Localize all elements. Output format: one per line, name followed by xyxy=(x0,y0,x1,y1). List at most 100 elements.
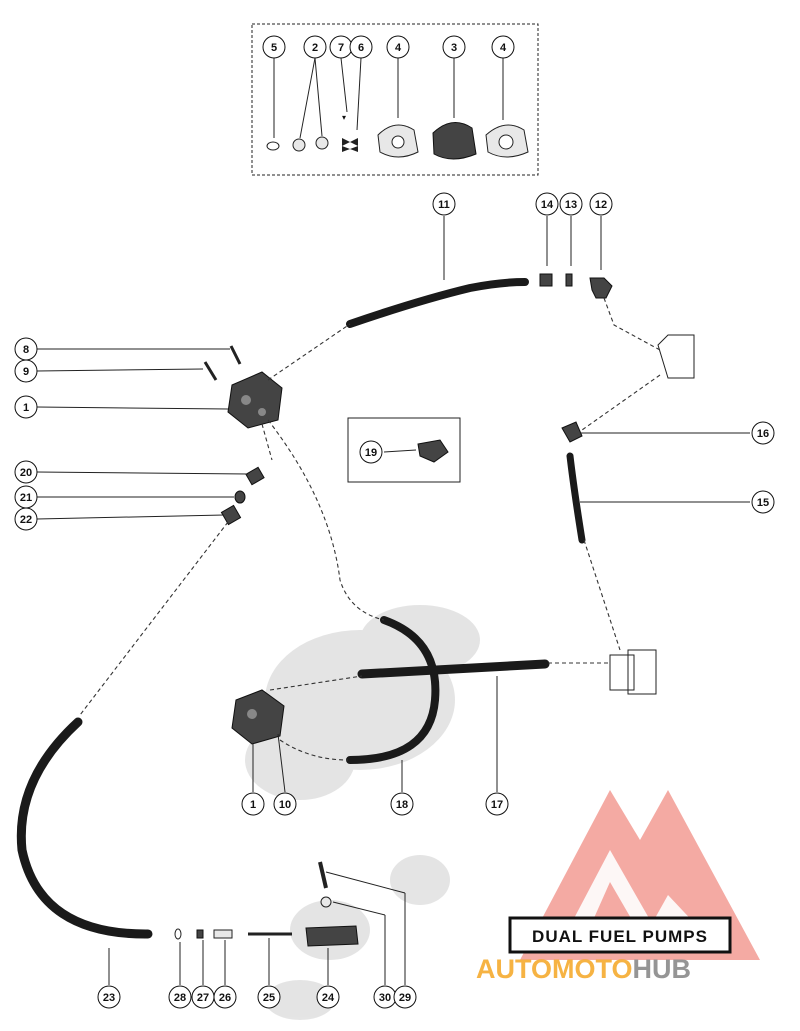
fitting-13 xyxy=(565,273,573,287)
svg-text:14: 14 xyxy=(541,199,554,211)
svg-text:5: 5 xyxy=(271,42,277,54)
callout-28: 28 xyxy=(168,985,192,1009)
callout-17: 17 xyxy=(485,792,509,816)
part-29 xyxy=(318,861,328,889)
svg-text:1: 1 xyxy=(23,402,29,414)
svg-text:▾: ▾ xyxy=(342,113,346,122)
part-19-box xyxy=(347,417,461,483)
kit-parts: ▾ xyxy=(266,113,529,160)
svg-text:25: 25 xyxy=(263,992,275,1004)
callout-19: 19 xyxy=(359,440,383,464)
svg-text:9: 9 xyxy=(23,366,29,378)
hose-15 xyxy=(566,452,586,544)
callout-23: 23 xyxy=(97,985,121,1009)
fitting-22 xyxy=(220,504,242,526)
callout-8: 8 xyxy=(14,337,38,361)
gasket-kit-box xyxy=(251,23,539,176)
fitting-20 xyxy=(245,466,265,486)
svg-text:6: 6 xyxy=(358,42,364,54)
brand-auto: AUTO xyxy=(476,954,552,984)
callout-14: 14 xyxy=(535,192,559,216)
main-leaders xyxy=(36,216,750,985)
callout-9: 9 xyxy=(14,359,38,383)
screw-9 xyxy=(203,361,218,381)
svg-text:19: 19 xyxy=(365,447,377,459)
callout-30: 30 xyxy=(373,985,397,1009)
svg-text:12: 12 xyxy=(595,199,607,211)
callout-6: 6 xyxy=(349,35,373,59)
hose-18 xyxy=(346,616,440,764)
hose-11 xyxy=(346,278,529,328)
svg-text:17: 17 xyxy=(491,799,503,811)
svg-text:27: 27 xyxy=(197,992,209,1004)
part-24 xyxy=(305,925,359,947)
callout-1a: 1 xyxy=(14,395,38,419)
lower-fuel-pump xyxy=(231,689,285,745)
part-26 xyxy=(213,929,233,939)
svg-text:20: 20 xyxy=(20,467,32,479)
svg-text:16: 16 xyxy=(757,428,769,440)
brand-moto: MOTO xyxy=(552,954,633,984)
fitting-14 xyxy=(539,273,553,287)
part-28 xyxy=(174,928,182,940)
svg-text:15: 15 xyxy=(757,497,769,509)
svg-text:22: 22 xyxy=(20,514,32,526)
part-27 xyxy=(196,929,204,939)
callout-29: 29 xyxy=(393,985,417,1009)
callout-11: 11 xyxy=(432,192,456,216)
callout-15: 15 xyxy=(751,490,775,514)
diagram-title-box: DUAL FUEL PUMPS xyxy=(508,916,732,954)
svg-text:4: 4 xyxy=(395,42,402,54)
callout-22: 22 xyxy=(14,507,38,531)
callout-4b: 4 xyxy=(491,35,515,59)
svg-text:28: 28 xyxy=(174,992,186,1004)
svg-text:26: 26 xyxy=(219,992,231,1004)
callout-10: 10 xyxy=(273,792,297,816)
svg-text:18: 18 xyxy=(396,799,408,811)
callout-5: 5 xyxy=(262,35,286,59)
svg-text:13: 13 xyxy=(565,199,577,211)
svg-text:10: 10 xyxy=(279,799,291,811)
elbow-12 xyxy=(589,277,613,299)
svg-text:1: 1 xyxy=(250,799,256,811)
callout-27: 27 xyxy=(191,985,215,1009)
hose-23 xyxy=(16,717,153,939)
callout-25: 25 xyxy=(257,985,281,1009)
fitting-16 xyxy=(561,421,583,443)
upper-fuel-pump xyxy=(227,371,283,429)
callout-3: 3 xyxy=(442,35,466,59)
svg-text:24: 24 xyxy=(322,992,335,1004)
svg-text:3: 3 xyxy=(451,42,457,54)
hose-17 xyxy=(357,659,550,679)
callout-24: 24 xyxy=(316,985,340,1009)
svg-text:21: 21 xyxy=(20,492,32,504)
svg-text:29: 29 xyxy=(399,992,411,1004)
fitting-21 xyxy=(234,490,246,504)
svg-text:7: 7 xyxy=(338,42,344,54)
callout-12: 12 xyxy=(589,192,613,216)
callout-26: 26 xyxy=(213,985,237,1009)
brand-hub: HUB xyxy=(633,954,692,984)
callout-13: 13 xyxy=(559,192,583,216)
svg-text:4: 4 xyxy=(500,42,507,54)
svg-text:AUTOMOTOHUB: AUTOMOTOHUB xyxy=(476,954,691,984)
callout-1b: 1 xyxy=(241,792,265,816)
svg-text:8: 8 xyxy=(23,344,29,356)
brand-wordmark: AUTOMOTOHUB xyxy=(476,954,691,984)
routing-lines xyxy=(79,297,661,761)
callout-4a: 4 xyxy=(386,35,410,59)
diagram-title: DUAL FUEL PUMPS xyxy=(532,927,708,946)
filter-block-lower xyxy=(609,649,657,695)
svg-text:30: 30 xyxy=(379,992,391,1004)
kit-leaders xyxy=(273,57,504,139)
callout-21: 21 xyxy=(14,485,38,509)
part-30 xyxy=(320,896,332,908)
screw-8 xyxy=(229,345,242,365)
svg-text:11: 11 xyxy=(438,199,450,211)
svg-text:23: 23 xyxy=(103,992,115,1004)
callout-20: 20 xyxy=(14,460,38,484)
part-19-tee xyxy=(417,439,449,463)
callout-7: 7 xyxy=(329,35,353,59)
callout-2: 2 xyxy=(303,35,327,59)
